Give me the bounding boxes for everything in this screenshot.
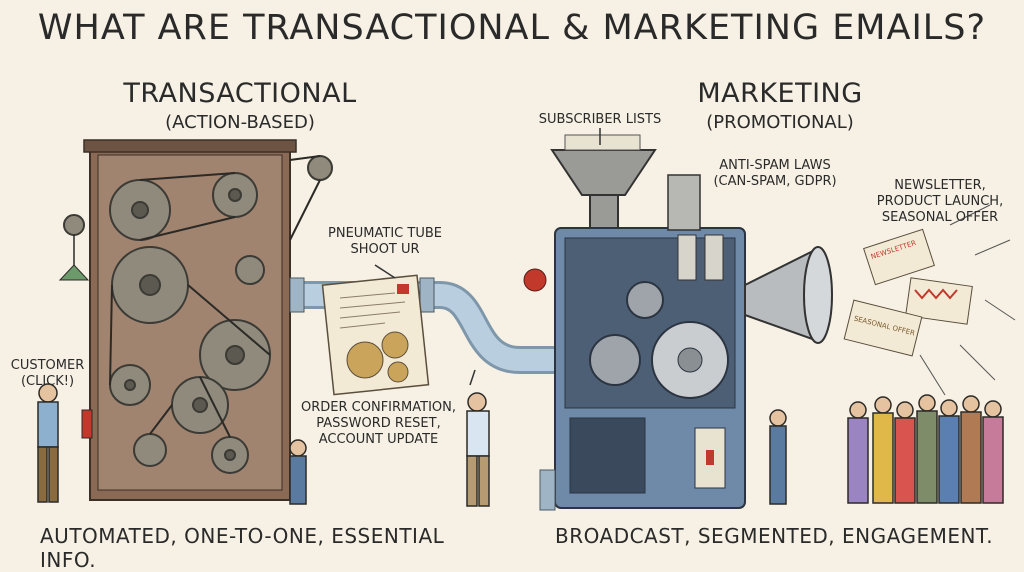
flyers <box>843 204 1016 396</box>
campaign-types-label: NEWSLETTER, PRODUCT LAUNCH, SEASONAL OFF… <box>865 178 1015 226</box>
anti-spam-line-2: (CAN-SPAM, GDPR) <box>713 174 837 189</box>
subscriber-lists-label: SUBSCRIBER LISTS <box>538 112 662 127</box>
transactional-email-types: ORDER CONFIRMATION, PASSWORD RESET, ACCO… <box>296 400 461 448</box>
marketing-machine <box>523 134 746 511</box>
pneumatic-tube-label: PNEUMATIC TUBE SHOOT UR <box>315 226 455 258</box>
tube-line-2: SHOOT UR <box>350 242 420 257</box>
arrows <box>374 128 601 386</box>
campaign-line-2: PRODUCT LAUNCH, <box>876 194 1004 209</box>
tube-line-1: PNEUMATIC TUBE <box>328 226 442 241</box>
email-type-line-3: ACCOUNT UPDATE <box>318 432 439 447</box>
campaign-line-1: NEWSLETTER, <box>894 178 986 193</box>
email-letter <box>321 274 430 396</box>
email-type-line-1: ORDER CONFIRMATION, <box>301 400 456 415</box>
marketing-footer: BROADCAST, SEGMENTED, ENGAGEMENT. <box>555 524 994 548</box>
page-title: WHAT ARE TRANSACTIONAL & MARKETING EMAIL… <box>37 8 987 48</box>
customer-line-1: CUSTOMER <box>10 358 85 373</box>
megaphone <box>744 246 833 344</box>
marketing-subheading: (PROMOTIONAL) <box>706 112 854 133</box>
marketing-heading: MARKETING <box>697 78 863 109</box>
transactional-footer: AUTOMATED, ONE-TO-ONE, ESSENTIAL INFO. <box>40 524 445 572</box>
anti-spam-line-1: ANTI-SPAM LAWS <box>719 158 831 173</box>
people <box>37 383 1004 507</box>
anti-spam-label: ANTI-SPAM LAWS (CAN-SPAM, GDPR) <box>700 158 850 190</box>
transactional-machine <box>58 139 333 501</box>
transactional-heading: TRANSACTIONAL <box>123 78 357 109</box>
transactional-subheading: (ACTION-BASED) <box>165 112 315 133</box>
email-type-line-2: PASSWORD RESET, <box>316 416 441 431</box>
illustration <box>37 128 1016 511</box>
customer-line-2: (CLICK!) <box>20 374 75 389</box>
campaign-line-3: SEASONAL OFFER <box>881 210 999 225</box>
pneumatic-tube <box>289 277 560 374</box>
customer-label: CUSTOMER (CLICK!) <box>0 358 95 390</box>
